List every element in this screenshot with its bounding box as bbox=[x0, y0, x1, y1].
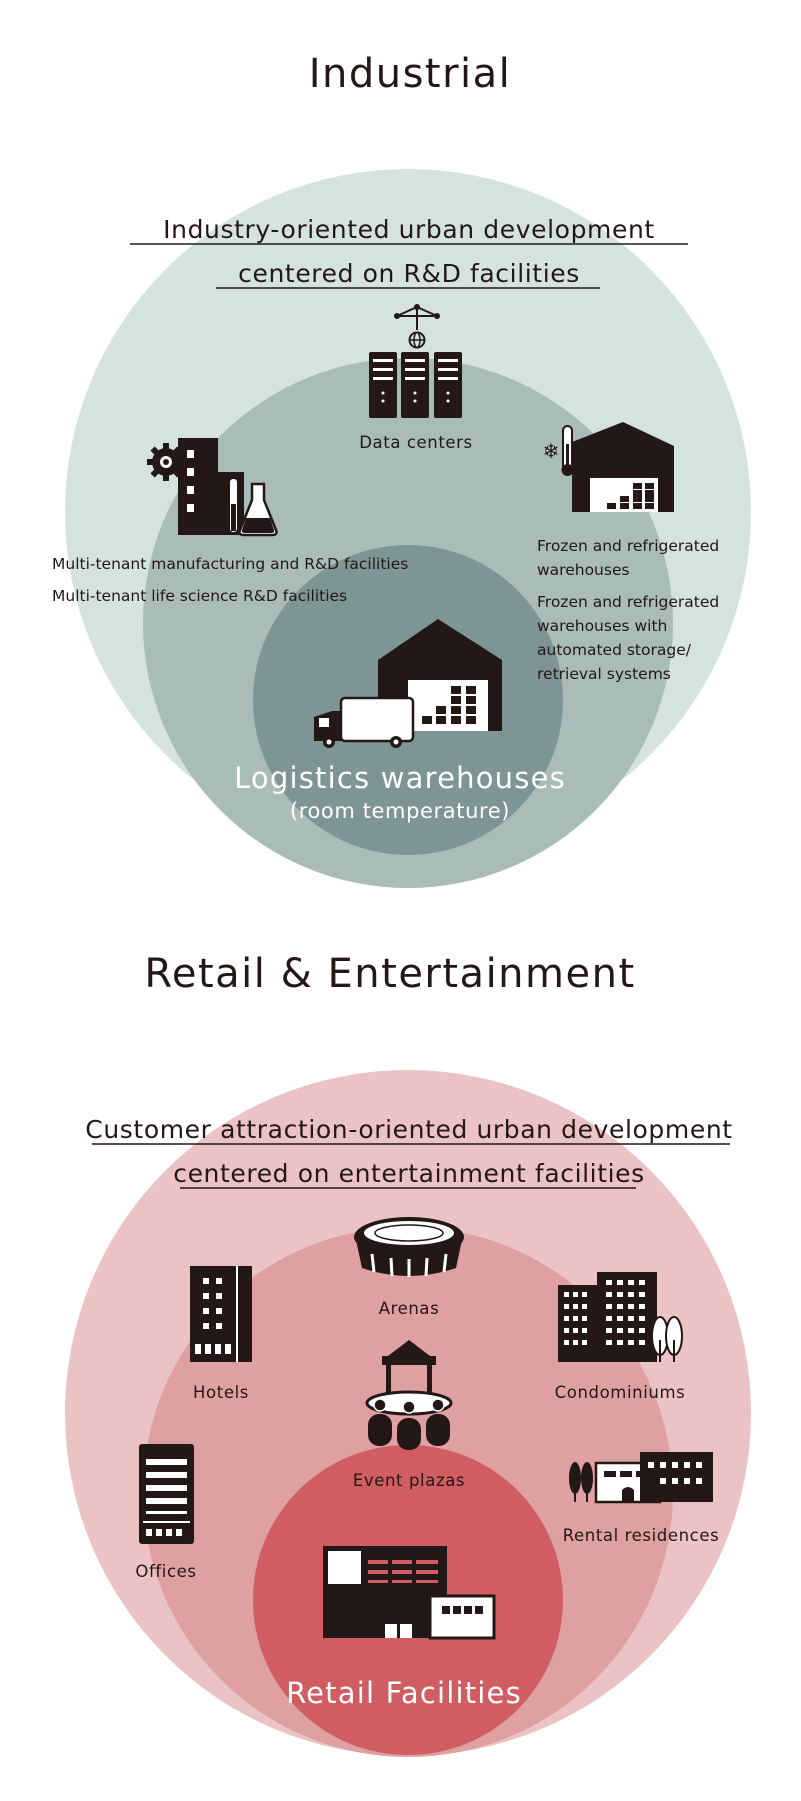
frozen-2-line-c: automated storage/ bbox=[537, 641, 692, 659]
arenas-label: Arenas bbox=[379, 1299, 440, 1318]
retail-title: Retail & Entertainment bbox=[144, 951, 635, 997]
event-plazas-label: Event plazas bbox=[353, 1471, 465, 1490]
retail-heading-line1: Customer attraction-oriented urban devel… bbox=[85, 1115, 732, 1144]
rental-residences-label: Rental residences bbox=[563, 1526, 720, 1545]
frozen-1-line-b: warehouses bbox=[537, 561, 630, 579]
rental-residence-icon bbox=[569, 1452, 713, 1504]
life-science-label: Multi-tenant life science R&D facilities bbox=[52, 587, 347, 605]
svg-text:❄: ❄ bbox=[543, 439, 560, 463]
manufacturing-icon bbox=[147, 438, 278, 537]
frozen-2-line-b: warehouses with bbox=[537, 617, 667, 635]
retail-section: Retail & Entertainment Customer attracti… bbox=[65, 951, 751, 1757]
hotels-label: Hotels bbox=[193, 1383, 249, 1402]
condominium-icon bbox=[558, 1272, 683, 1362]
data-center-icon bbox=[369, 304, 462, 418]
logistics-core-label: Logistics warehouses bbox=[234, 761, 566, 795]
retail-core-label: Retail Facilities bbox=[286, 1676, 522, 1710]
retail-heading-line2: centered on entertainment facilities bbox=[173, 1159, 645, 1188]
hotel-icon bbox=[190, 1266, 252, 1362]
truck-icon bbox=[314, 696, 415, 748]
retail-facility-icon bbox=[323, 1546, 496, 1640]
industrial-section: Industrial Industry-oriented urban devel… bbox=[52, 51, 751, 888]
logistics-core-sublabel: (room temperature) bbox=[290, 799, 510, 823]
frozen-warehouse-icon: ❄ bbox=[543, 422, 674, 512]
event-plaza-icon bbox=[365, 1340, 453, 1450]
frozen-1-line-a: Frozen and refrigerated bbox=[537, 537, 719, 555]
industrial-heading-line1: Industry-oriented urban development bbox=[163, 215, 655, 244]
industrial-title: Industrial bbox=[309, 51, 512, 97]
arena-icon bbox=[354, 1217, 464, 1277]
mfg-rd-label: Multi-tenant manufacturing and R&D facil… bbox=[52, 555, 408, 573]
industrial-heading-line2: centered on R&D facilities bbox=[238, 259, 580, 288]
office-icon bbox=[139, 1444, 194, 1544]
frozen-2-line-a: Frozen and refrigerated bbox=[537, 593, 719, 611]
condominiums-label: Condominiums bbox=[555, 1383, 686, 1402]
offices-label: Offices bbox=[135, 1562, 196, 1581]
frozen-2-line-d: retrieval systems bbox=[537, 665, 671, 683]
data-centers-label: Data centers bbox=[359, 433, 473, 452]
